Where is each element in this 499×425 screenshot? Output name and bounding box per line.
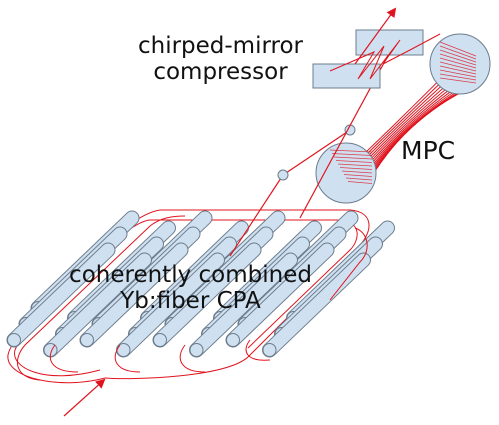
fiber-rod <box>79 242 189 348</box>
cpa-output-beam <box>229 174 284 257</box>
mpc-ray-on-mirror <box>439 57 477 69</box>
mpc-ray-on-mirror <box>439 49 477 63</box>
fiber-rod <box>152 242 262 348</box>
input-beam-arrow <box>63 378 106 417</box>
mpc-ray-on-mirror <box>347 181 373 184</box>
mpc-ray-on-mirror <box>439 69 477 78</box>
compressor-bounce-beam <box>329 33 441 80</box>
mpc-ray-on-mirror <box>339 167 373 170</box>
cpa-label-line-2: Yb:fiber CPA <box>120 288 261 315</box>
compressor-label: chirped-mirror compressor <box>118 33 323 86</box>
fiber-beam-loops-front <box>49 227 368 373</box>
cpa-label: coherently combined Yb:fiber CPA <box>38 262 343 315</box>
mpc-ray-on-mirror <box>439 77 477 84</box>
beam-to-mirror-2 <box>282 129 351 176</box>
mpc-ray-on-mirror <box>345 177 373 181</box>
chirped-mirror-bottom <box>312 63 381 89</box>
cpa-label-line-1: coherently combined <box>69 262 312 288</box>
steering-mirror-1 <box>277 169 289 181</box>
fiber-rod <box>116 252 225 358</box>
mpc-ray-on-mirror <box>439 73 477 81</box>
mpc-ray-on-mirror <box>333 156 373 160</box>
fiber-amplifier-array <box>6 210 395 358</box>
beam-loop <box>7 209 370 384</box>
compressor-label-line-2: compressor <box>153 59 288 86</box>
compressor-label-line-1: chirped-mirror <box>137 33 304 59</box>
fiber-rod <box>225 242 335 348</box>
fiber-rod <box>262 252 371 358</box>
beam-loop <box>179 344 206 373</box>
beam-loop <box>49 344 79 373</box>
mpc-ray-on-mirror <box>439 41 477 57</box>
mpc-ray-on-mirror <box>337 163 373 167</box>
beam-loop <box>114 344 141 373</box>
beam-loop <box>329 227 368 301</box>
mpc-ray-on-mirror <box>439 65 477 75</box>
mpc-mirror-top <box>429 33 491 95</box>
mpc-ray-on-mirror <box>439 53 477 66</box>
mpc-ray-on-mirror <box>341 170 373 174</box>
chirped-mirror-top <box>355 29 424 56</box>
beam-loop <box>16 215 186 381</box>
mpc-label: MPC <box>401 136 456 165</box>
fiber-rod <box>6 242 116 348</box>
mpc-ray-on-mirror <box>331 153 373 156</box>
mpc-beam-fan-front <box>329 41 477 184</box>
mpc-mirror-bottom <box>315 142 377 204</box>
mpc-ray-on-mirror <box>439 45 477 60</box>
mpc-ray-on-mirror <box>335 160 373 163</box>
mpc-ray-on-mirror <box>343 174 373 177</box>
beam-loop <box>245 339 271 361</box>
fiber-rod <box>189 252 298 358</box>
mpc-ray-on-mirror <box>439 61 477 72</box>
output-beam-arrow <box>354 7 397 65</box>
